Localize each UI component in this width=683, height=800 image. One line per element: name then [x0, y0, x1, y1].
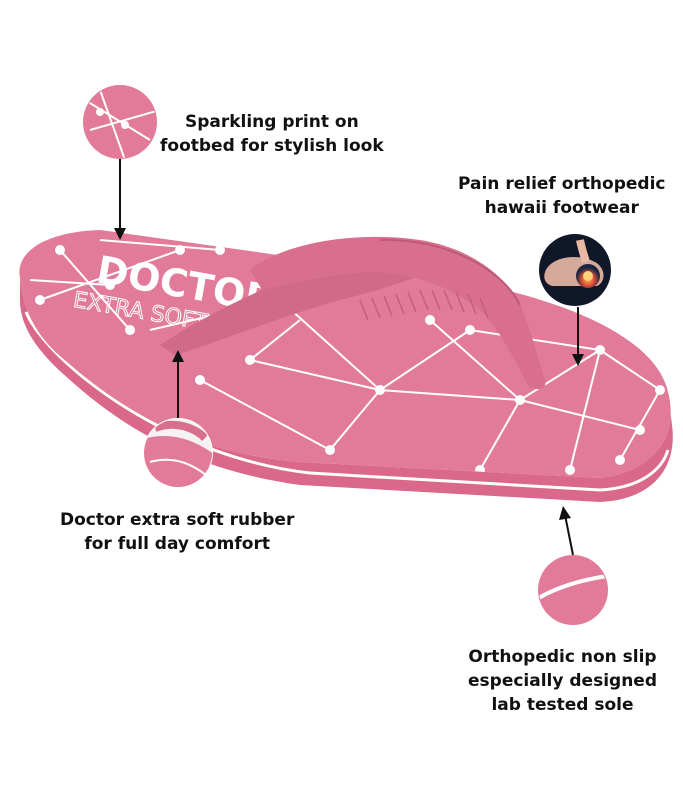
- orthopedic-label: Pain relief orthopedic hawaii footwear: [458, 172, 665, 220]
- sole-callout: [538, 506, 608, 625]
- sole-label-line2: especially designed: [468, 671, 657, 691]
- footbed-print-label-line1: Sparkling print on: [184, 112, 359, 132]
- rubber-label-line2: for full day comfort: [84, 534, 270, 554]
- sole-label: Orthopedic non slip especially designed …: [468, 645, 657, 717]
- foot-pain-icon: [544, 239, 604, 288]
- orthopedic-callout: [539, 234, 611, 366]
- rubber-label-line1: Doctor extra soft rubber: [60, 510, 295, 530]
- footbed-print-callout: [83, 85, 157, 240]
- sparkle-print: [29, 239, 665, 475]
- orthopedic-label-line1: Pain relief orthopedic: [458, 174, 666, 194]
- footbed-print-label: Sparkling print on footbed for stylish l…: [160, 110, 384, 158]
- sole-label-line1: Orthopedic non slip: [468, 647, 657, 667]
- orthopedic-label-line2: hawaii footwear: [484, 198, 639, 218]
- footbed-print-label-line2: footbed for stylish look: [160, 136, 384, 156]
- rubber-label: Doctor extra soft rubber for full day co…: [60, 508, 294, 556]
- sole-label-line3: lab tested sole: [491, 695, 634, 715]
- strap: [160, 236, 546, 390]
